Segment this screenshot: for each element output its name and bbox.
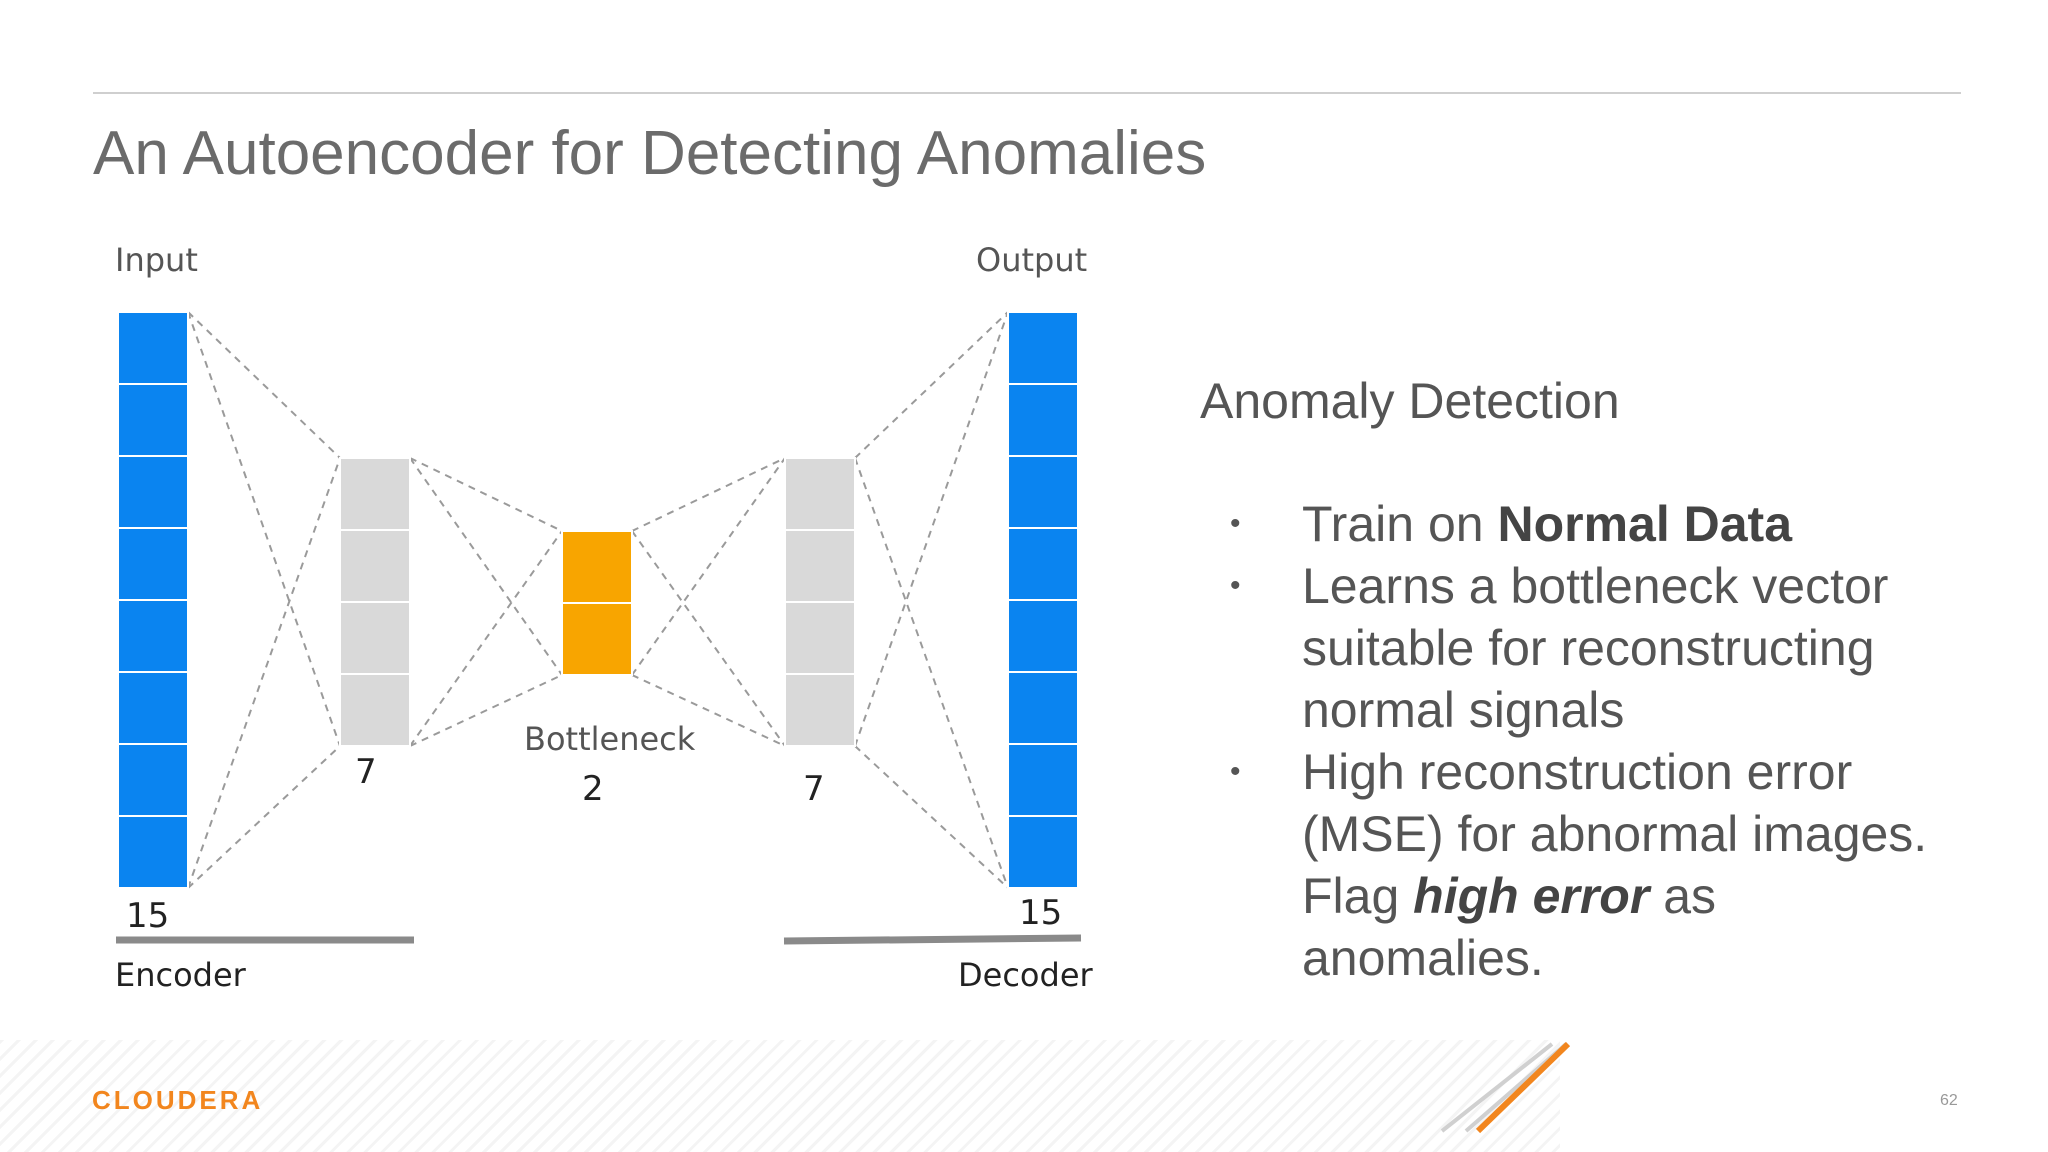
bottleneck-label: Bottleneck bbox=[524, 720, 696, 758]
decoder-hidden-count-label: 7 bbox=[803, 769, 825, 809]
output-label: Output bbox=[976, 241, 1087, 279]
output-unit bbox=[1007, 671, 1079, 745]
slash-line bbox=[1440, 1042, 1554, 1133]
bottleneck-count-label: 2 bbox=[582, 769, 604, 809]
decoder-label: Decoder bbox=[958, 956, 1094, 994]
input-count-label: 15 bbox=[126, 896, 169, 936]
connection-line bbox=[409, 530, 563, 747]
encoder-label: Encoder bbox=[115, 956, 247, 994]
bullet-text: Learns a bottleneck vector suitable for … bbox=[1302, 558, 1889, 738]
bullet-dot-icon: • bbox=[1230, 507, 1241, 540]
hidden-encoder-unit bbox=[339, 457, 411, 531]
connection-line bbox=[854, 311, 1009, 459]
input-unit bbox=[117, 815, 189, 889]
bullet-list: • Train on Normal Data • Learns a bottle… bbox=[1230, 493, 1970, 989]
decoder-bar bbox=[783, 934, 1082, 945]
bullet-text: High reconstruction error (MSE) for abno… bbox=[1302, 744, 1928, 924]
connection-line bbox=[854, 457, 1009, 889]
connection-line bbox=[187, 457, 341, 889]
output-unit bbox=[1007, 743, 1079, 817]
output-unit bbox=[1007, 527, 1079, 601]
bullet-text: Train on bbox=[1302, 496, 1498, 552]
bullet-item: • Learns a bottleneck vector suitable fo… bbox=[1230, 555, 1970, 741]
footer-fade bbox=[1560, 1040, 2048, 1152]
input-unit bbox=[117, 599, 189, 673]
input-unit bbox=[117, 743, 189, 817]
output-unit bbox=[1007, 455, 1079, 529]
hidden-decoder-unit bbox=[784, 673, 856, 747]
connection-line bbox=[409, 674, 563, 747]
output-unit bbox=[1007, 383, 1079, 457]
bullet-item: • Train on Normal Data bbox=[1230, 493, 1970, 555]
connection-line bbox=[187, 311, 341, 459]
output-unit bbox=[1007, 599, 1079, 673]
bullet-item: • High reconstruction error (MSE) for ab… bbox=[1230, 741, 1970, 989]
hidden-decoder-unit bbox=[784, 601, 856, 675]
input-unit bbox=[117, 527, 189, 601]
hidden-decoder-unit bbox=[784, 529, 856, 603]
input-unit bbox=[117, 383, 189, 457]
output-count-label: 15 bbox=[1019, 893, 1062, 933]
input-unit bbox=[117, 311, 189, 385]
connection-line bbox=[187, 311, 341, 747]
bottleneck-unit bbox=[561, 602, 633, 676]
bullet-dot-icon: • bbox=[1230, 569, 1241, 602]
encoder-hidden-count-label: 7 bbox=[355, 752, 377, 792]
layer-blocks bbox=[117, 311, 1079, 889]
page-number: 62 bbox=[1940, 1092, 1958, 1109]
input-unit bbox=[117, 671, 189, 745]
output-unit bbox=[1007, 815, 1079, 889]
bottleneck-unit bbox=[561, 530, 633, 604]
orange-slash bbox=[1475, 1041, 1571, 1134]
hidden-decoder-unit bbox=[784, 457, 856, 531]
connection-line bbox=[631, 674, 786, 747]
panel-heading: Anomaly Detection bbox=[1200, 373, 1620, 429]
connections bbox=[187, 311, 1009, 889]
bullet-emphasis: Normal Data bbox=[1497, 496, 1792, 552]
bullet-emphasis: high error bbox=[1413, 868, 1650, 924]
bullet-text-tail: as anomalies. bbox=[1302, 868, 1717, 986]
connection-line bbox=[631, 530, 786, 747]
hidden-encoder-unit bbox=[339, 673, 411, 747]
slide-title: An Autoencoder for Detecting Anomalies bbox=[93, 119, 1207, 188]
output-unit bbox=[1007, 311, 1079, 385]
cloudera-logo: CLOUDERA bbox=[92, 1085, 264, 1115]
footer-slash-decoration bbox=[1440, 1041, 1571, 1134]
top-rule bbox=[93, 92, 1961, 94]
connection-line bbox=[631, 457, 786, 676]
bullet-dot-icon: • bbox=[1230, 755, 1241, 788]
connection-line bbox=[409, 457, 563, 532]
hidden-encoder-unit bbox=[339, 529, 411, 603]
connection-line bbox=[631, 457, 786, 532]
input-unit bbox=[117, 455, 189, 529]
connection-line bbox=[187, 745, 341, 889]
input-label: Input bbox=[115, 241, 198, 279]
hidden-encoder-unit bbox=[339, 601, 411, 675]
connection-line bbox=[854, 311, 1009, 747]
connection-line bbox=[854, 745, 1009, 889]
connection-line bbox=[409, 457, 563, 676]
